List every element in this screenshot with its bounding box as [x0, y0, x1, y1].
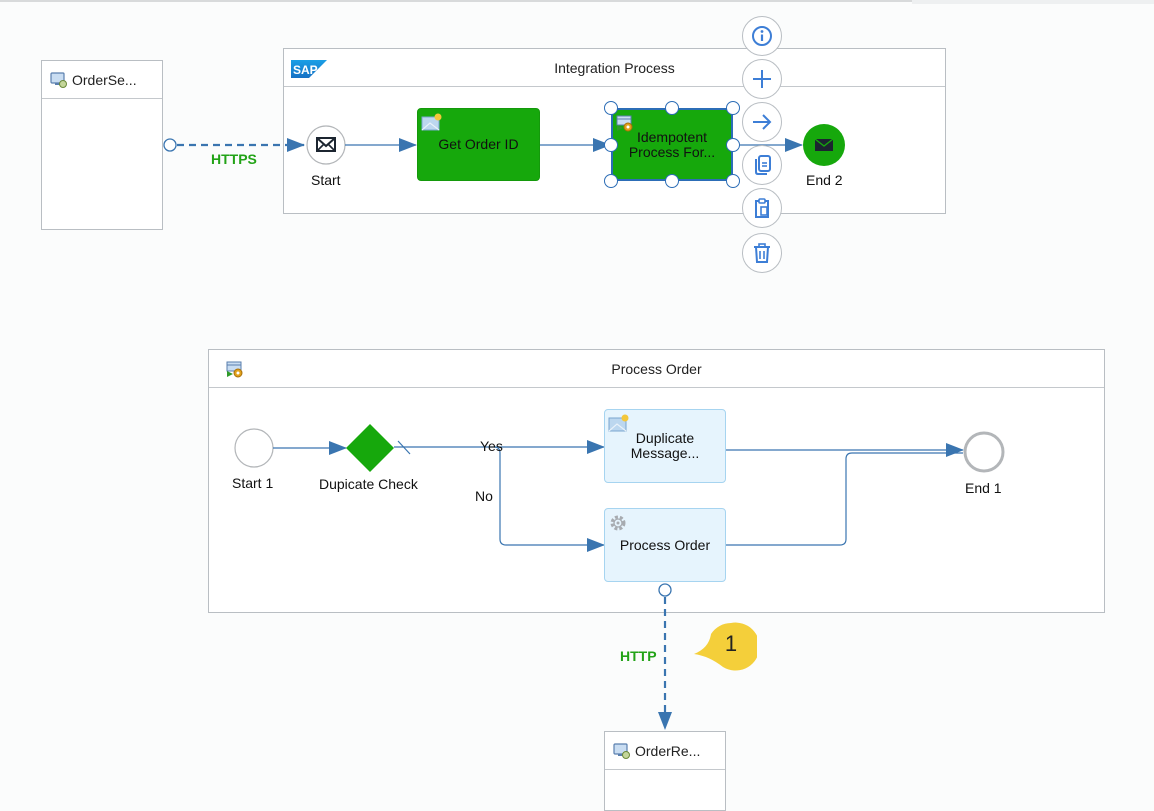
start-event-1[interactable]	[234, 428, 274, 468]
system-participant-icon	[50, 71, 67, 88]
content-modifier-icon	[608, 414, 629, 432]
paste-button[interactable]	[742, 188, 782, 228]
receiver-channel-connector[interactable]	[658, 583, 672, 730]
integration-process-header: SAP Integration Process	[284, 49, 945, 87]
process-order-label: Process Order	[619, 536, 711, 553]
plus-icon	[753, 70, 771, 88]
gear-icon	[610, 515, 626, 531]
delete-button[interactable]	[742, 233, 782, 273]
sender-participant-title: OrderSe...	[72, 71, 137, 88]
process-call-icon	[616, 115, 633, 132]
info-button[interactable]	[742, 16, 782, 56]
receiver-channel-protocol[interactable]: HTTP	[620, 648, 657, 664]
top-border	[0, 0, 1154, 2]
receiver-participant-title: OrderRe...	[635, 742, 701, 759]
copy-button[interactable]	[742, 145, 782, 185]
resize-handle-sw[interactable]	[604, 174, 618, 188]
resize-handle-w[interactable]	[604, 138, 618, 152]
callout-badge-number: 1	[724, 631, 738, 656]
connect-button[interactable]	[742, 102, 782, 142]
info-icon	[752, 26, 772, 46]
process-order-task[interactable]: Process Order	[604, 508, 726, 582]
start-event-1-label: Start 1	[232, 475, 274, 491]
exclusive-gateway[interactable]	[346, 424, 394, 472]
route-yes-label: Yes	[480, 438, 503, 454]
duplicate-message-label: Duplicate Message...	[630, 430, 700, 461]
sender-participant[interactable]: OrderSe...	[41, 60, 163, 230]
sender-participant-header: OrderSe...	[42, 61, 162, 99]
start-event[interactable]	[306, 125, 346, 165]
get-order-id-task[interactable]: Get Order ID	[417, 108, 540, 181]
copy-icon	[755, 155, 771, 175]
svg-text:SAP: SAP	[293, 63, 318, 77]
add-button[interactable]	[742, 59, 782, 99]
idempotent-process-call-label: Idempotent Process For...	[628, 128, 716, 160]
flow-gateway-no	[493, 446, 605, 552]
end-event-2-label: End 2	[806, 172, 843, 188]
local-process-title: Process Order	[611, 361, 702, 377]
integration-process-title: Integration Process	[554, 60, 675, 76]
trash-icon	[754, 243, 770, 263]
system-participant-icon	[613, 742, 630, 759]
envelope-icon	[814, 138, 834, 151]
sender-channel-connector[interactable]	[163, 138, 305, 152]
resize-handle-e[interactable]	[726, 138, 740, 152]
end-event-2[interactable]	[803, 124, 845, 166]
get-order-id-label: Get Order ID	[438, 136, 519, 152]
resize-handle-se[interactable]	[726, 174, 740, 188]
route-no-label: No	[475, 488, 493, 504]
sender-channel-protocol[interactable]: HTTPS	[211, 151, 257, 167]
receiver-participant-header: OrderRe...	[605, 732, 725, 770]
resize-handle-n[interactable]	[665, 101, 679, 115]
paste-icon	[755, 198, 769, 218]
end-event-1-label: End 1	[965, 480, 1002, 496]
receiver-participant[interactable]: OrderRe...	[604, 731, 726, 811]
content-modifier-icon	[421, 113, 442, 131]
local-process-header: Process Order	[209, 350, 1104, 388]
resize-handle-ne[interactable]	[726, 101, 740, 115]
resize-handle-s[interactable]	[665, 174, 679, 188]
resize-handle-nw[interactable]	[604, 101, 618, 115]
callout-badge	[694, 622, 757, 671]
envelope-icon	[316, 137, 336, 152]
top-border-accent	[912, 0, 1154, 4]
start-event-label: Start	[311, 172, 341, 188]
flow-process-order-to-end1	[726, 452, 963, 546]
idempotent-process-call-task[interactable]: Idempotent Process For...	[611, 108, 733, 181]
local-process-icon	[226, 361, 243, 378]
sap-logo-icon: SAP	[291, 60, 327, 78]
gateway-label: Dupicate Check	[319, 476, 418, 492]
end-event-1[interactable]	[963, 431, 1005, 473]
duplicate-message-task[interactable]: Duplicate Message...	[604, 409, 726, 483]
arrow-right-icon	[753, 114, 772, 130]
